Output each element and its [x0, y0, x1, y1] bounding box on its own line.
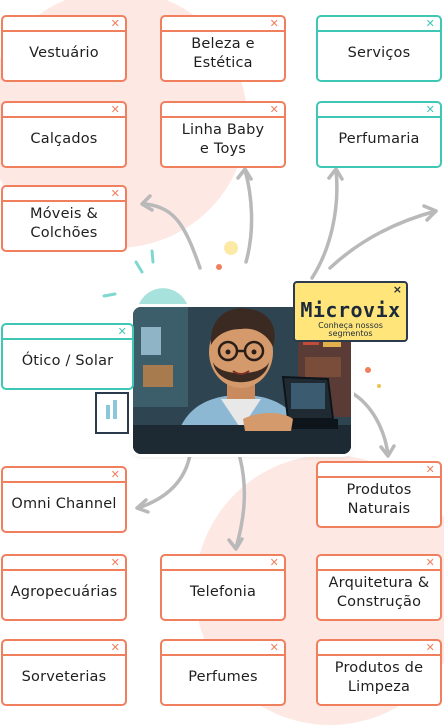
segment-card-agropecuarias[interactable]: ✕ Agropecuárias: [1, 554, 127, 621]
card-title-bar: [3, 654, 125, 656]
segment-card-omni-channel[interactable]: ✕ Omni Channel: [1, 466, 127, 533]
segment-card-linha-baby-toys[interactable]: ✕ Linha Baby e Toys: [160, 101, 286, 168]
segment-label: Vestuário: [29, 45, 99, 61]
segment-card-produtos-limpeza[interactable]: ✕ Produtos de Limpeza: [316, 639, 442, 706]
close-icon[interactable]: ✕: [110, 17, 120, 30]
segment-card-telefonia[interactable]: ✕ Telefonia: [160, 554, 286, 621]
card-title-bar: [162, 30, 284, 32]
card-title-bar: [318, 569, 440, 571]
segment-label: Móveis & Colchões: [30, 205, 98, 241]
segment-label: Perfumaria: [338, 131, 420, 147]
segment-card-arquitetura-construcao[interactable]: ✕ Arquitetura & Construção: [316, 554, 442, 621]
card-title-bar: [318, 476, 440, 478]
card-title-bar: [162, 654, 284, 656]
connector-arrows: [135, 167, 438, 551]
segment-label: Omni Channel: [11, 496, 117, 512]
close-icon[interactable]: ✕: [269, 556, 279, 569]
card-title-bar: [162, 569, 284, 571]
card-title-bar: [3, 116, 125, 118]
close-icon[interactable]: ✕: [110, 103, 120, 116]
segment-label: Calçados: [30, 131, 98, 147]
segment-card-perfumes[interactable]: ✕ Perfumes: [160, 639, 286, 706]
close-icon[interactable]: ✕: [425, 556, 435, 569]
card-title-bar: [3, 30, 125, 32]
close-icon[interactable]: ✕: [117, 325, 127, 338]
segment-card-otico-solar[interactable]: ✕ Ótico / Solar: [1, 323, 134, 390]
close-icon[interactable]: ✕: [269, 641, 279, 654]
segment-card-sorveterias[interactable]: ✕ Sorveterias: [1, 639, 127, 706]
close-icon[interactable]: ✕: [110, 187, 120, 200]
segment-label: Produtos de Limpeza: [334, 659, 424, 695]
segment-label: Produtos Naturais: [346, 481, 412, 517]
card-title-bar: [318, 654, 440, 656]
close-icon[interactable]: ✕: [425, 103, 435, 116]
segment-card-calcados[interactable]: ✕ Calçados: [1, 101, 127, 168]
segment-card-beleza-estetica[interactable]: ✕ Beleza e Estética: [160, 15, 286, 82]
close-icon[interactable]: ✕: [269, 17, 279, 30]
card-title-bar: [3, 200, 125, 202]
close-icon[interactable]: ✕: [425, 641, 435, 654]
card-title-bar: [3, 481, 125, 483]
brand-close-icon[interactable]: ×: [392, 283, 402, 296]
brand-title: Microvix: [300, 298, 401, 322]
segment-label: Linha Baby e Toys: [181, 121, 265, 157]
close-icon[interactable]: ✕: [425, 463, 435, 476]
segment-card-perfumaria[interactable]: ✕ Perfumaria: [316, 101, 442, 168]
close-icon[interactable]: ✕: [425, 17, 435, 30]
segment-label: Telefonia: [189, 584, 257, 600]
segment-card-moveis-colchoes[interactable]: ✕ Móveis & Colchões: [1, 185, 127, 252]
card-title-bar: [162, 116, 284, 118]
brand-subtitle: Conheça nossos segmentos: [318, 321, 383, 338]
card-title-bar: [318, 116, 440, 118]
segment-card-servicos[interactable]: ✕ Serviços: [316, 15, 442, 82]
segment-label: Perfumes: [188, 669, 258, 685]
segment-label: Serviços: [347, 45, 411, 61]
segment-card-produtos-naturais[interactable]: ✕ Produtos Naturais: [316, 461, 442, 528]
close-icon[interactable]: ✕: [110, 468, 120, 481]
decorative-dots: [95, 241, 381, 434]
segment-label: Beleza e Estética: [191, 35, 255, 71]
close-icon[interactable]: ✕: [110, 641, 120, 654]
brand-badge: × Microvix Conheça nossos segmentos: [293, 281, 408, 342]
card-title-bar: [318, 30, 440, 32]
segment-label: Sorveterias: [21, 669, 107, 685]
close-icon[interactable]: ✕: [110, 556, 120, 569]
close-icon[interactable]: ✕: [269, 103, 279, 116]
segment-card-vestuario[interactable]: ✕ Vestuário: [1, 15, 127, 82]
segment-label: Arquitetura & Construção: [328, 574, 430, 610]
card-title-bar: [3, 569, 125, 571]
segment-label: Ótico / Solar: [21, 353, 114, 369]
card-title-bar: [3, 338, 132, 340]
segment-label: Agropecuárias: [10, 584, 118, 600]
